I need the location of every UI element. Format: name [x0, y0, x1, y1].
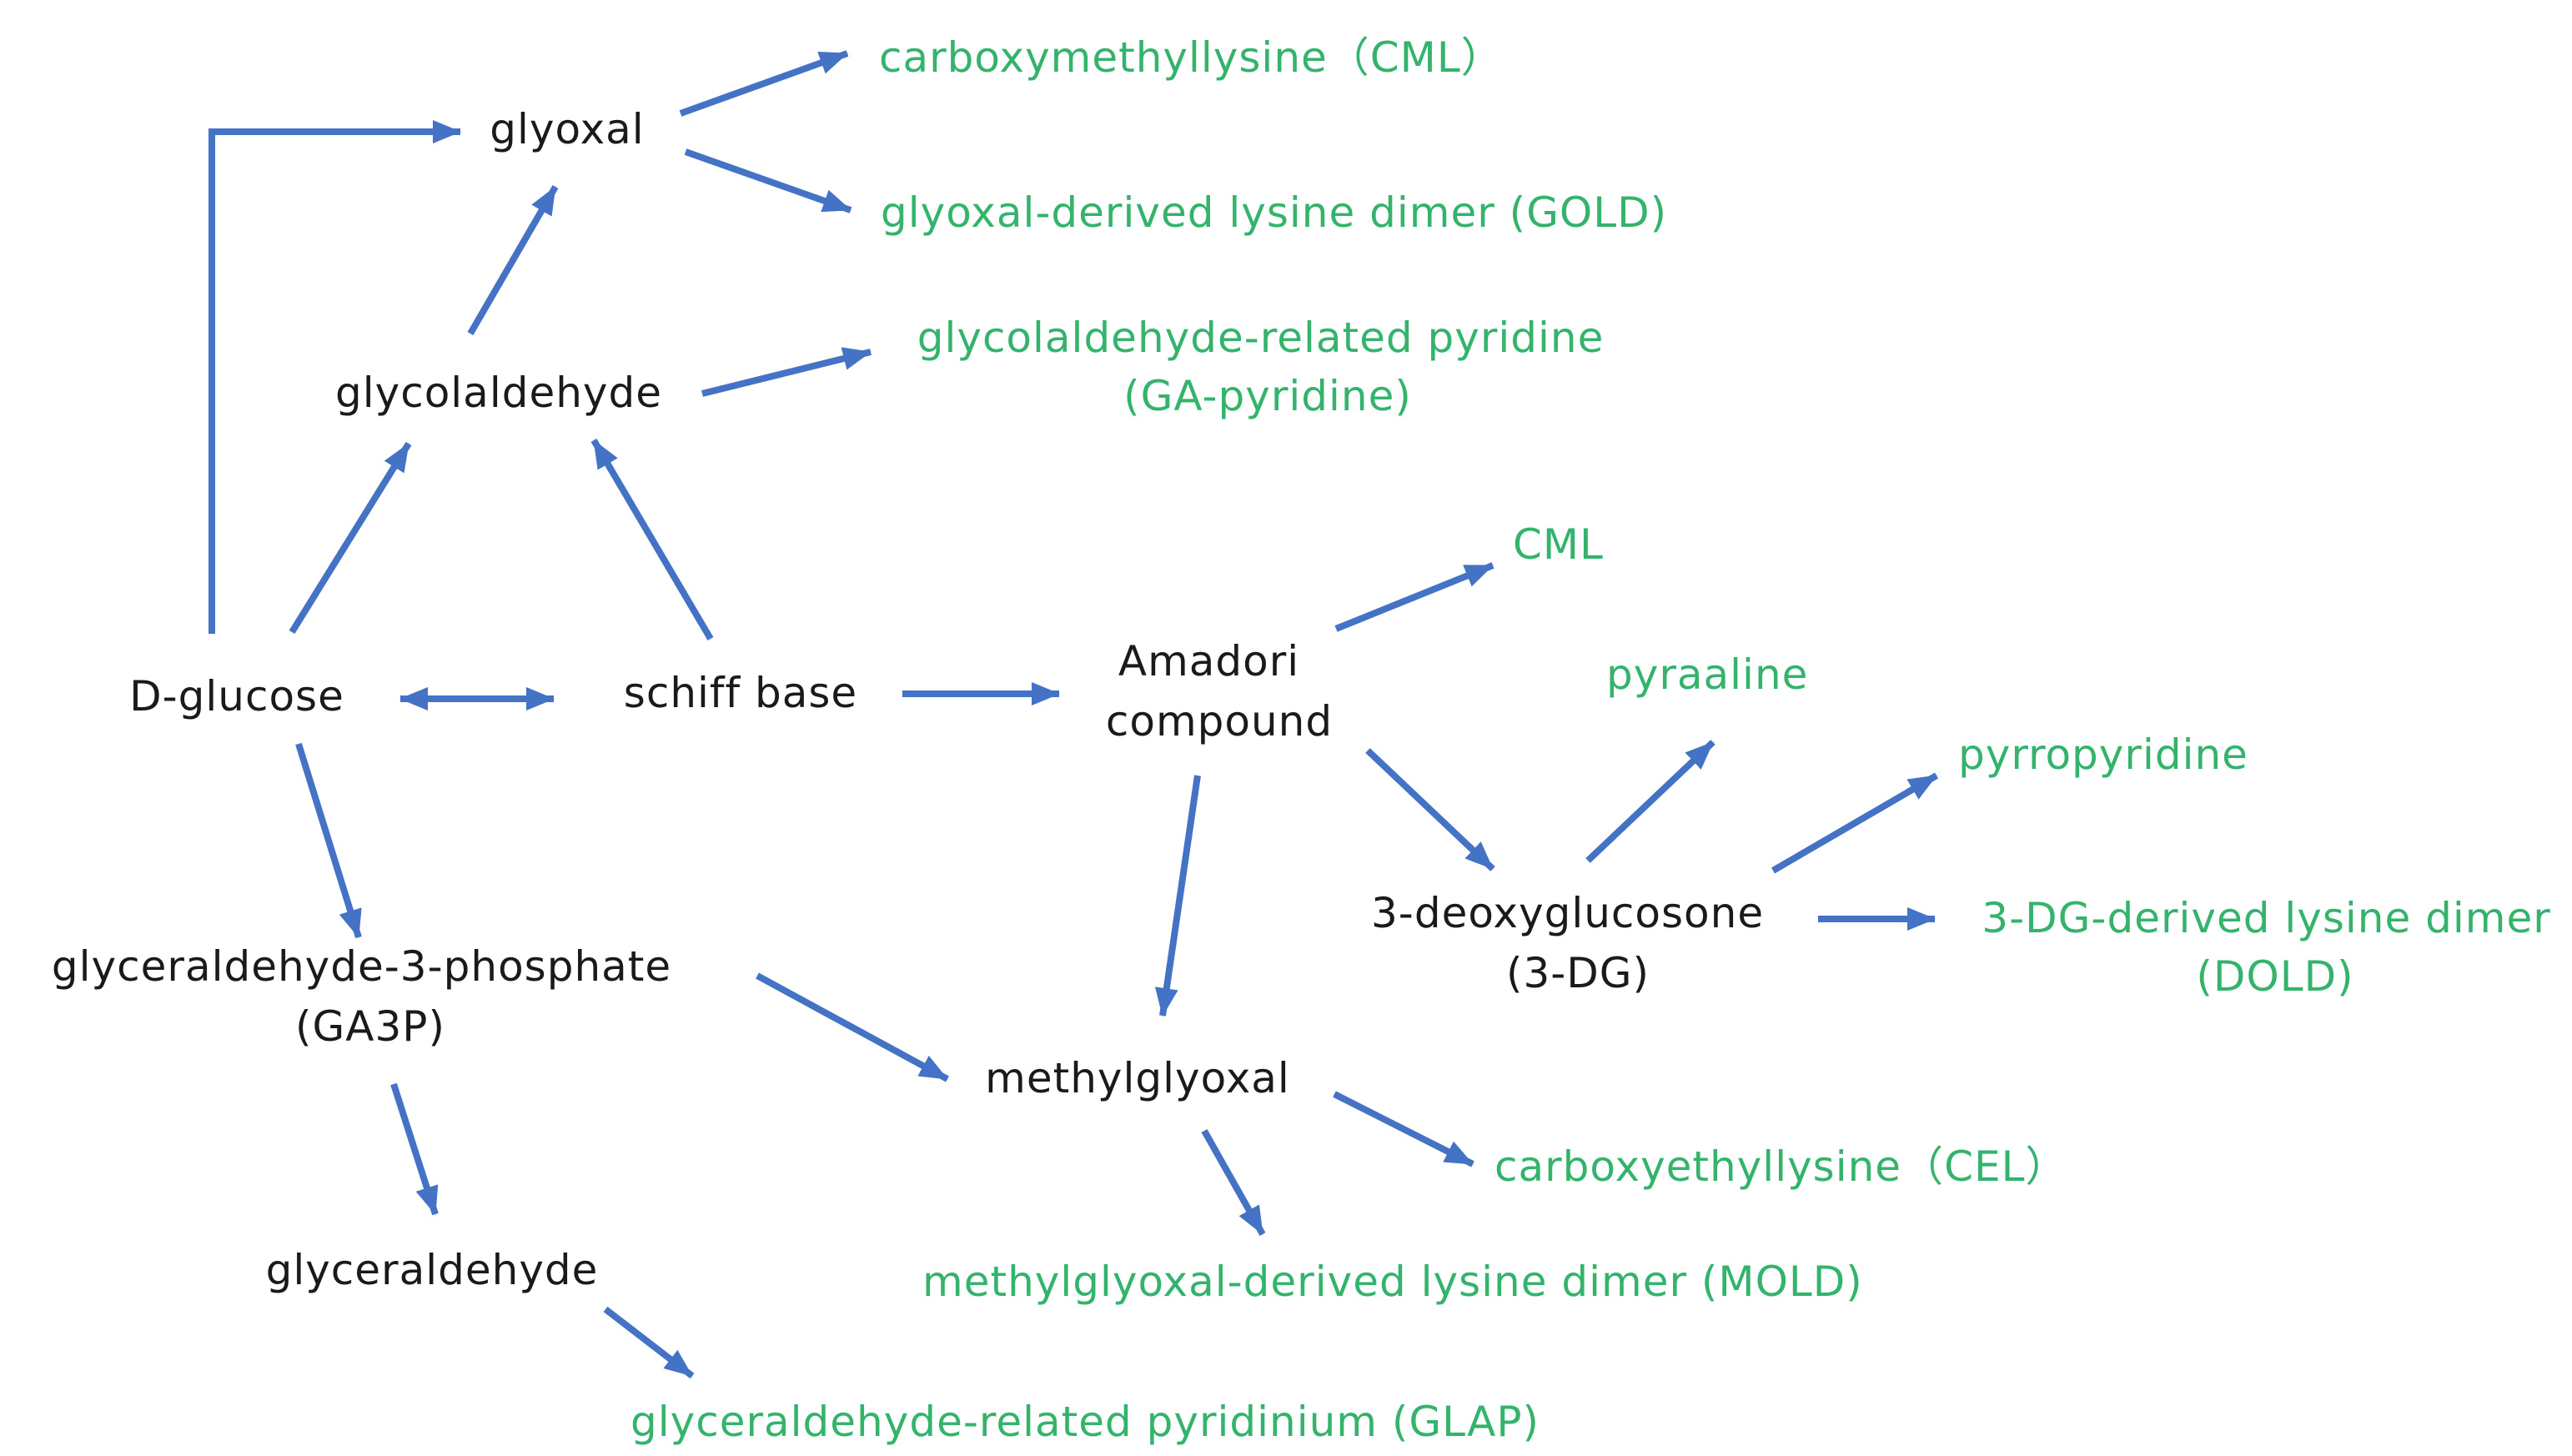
- arrow-methylglyoxal-to-mold: [1201, 1129, 1266, 1236]
- product-dold: 3-DG-derived lysine dimer (DOLD): [1982, 894, 2564, 1001]
- node-d-glucose: D-glucose: [129, 672, 344, 720]
- arrow-ga3p-to-glyceraldehyde: [390, 1082, 439, 1216]
- node-glyceraldehyde: glyceraldehyde: [266, 1246, 599, 1294]
- product-ga-pyridine: glycolaldehyde-related pyridine (GA-pyri…: [917, 314, 1619, 420]
- product-glap: glyceraldehyde-related pyridinium (GLAP): [630, 1398, 1540, 1446]
- arrow-amadori-to-3dg: [1365, 748, 1495, 871]
- node-ga3p: glyceraldehyde-3-phosphate (GA3P): [52, 942, 686, 1051]
- product-pyrropyridine: pyrropyridine: [1958, 731, 2248, 779]
- node-glyoxal: glyoxal: [490, 105, 644, 153]
- product-cel: carboxyethyllysine（CEL）: [1494, 1142, 2067, 1191]
- arrow-3dg-to-pyrropyridine: [1771, 772, 1939, 874]
- arrow-methylglyoxal-to-cel: [1333, 1091, 1474, 1167]
- node-amadori-compound: Amadori compound: [1106, 637, 1333, 746]
- node-3-deoxyglucosone: 3-deoxyglucosone (3-DG): [1371, 889, 1778, 997]
- node-glycolaldehyde: glycolaldehyde: [335, 369, 662, 417]
- product-mold: methylglyoxal-derived lysine dimer (MOLD…: [922, 1258, 1863, 1306]
- arrow-glucose-to-glyoxal: [208, 120, 461, 634]
- arrow-amadori-to-cml: [1334, 562, 1494, 632]
- arrow-amadori-to-methylglyoxal: [1154, 775, 1201, 1017]
- product-cml: CML: [1513, 520, 1604, 569]
- product-carboxymethyllysine: carboxymethyllysine（CML）: [879, 33, 1504, 82]
- product-gold: glyoxal-derived lysine dimer (GOLD): [881, 188, 1667, 237]
- arrow-glyceraldehyde-to-glap: [603, 1306, 695, 1379]
- arrow-schiff-base-to-glycolaldehyde: [590, 438, 714, 641]
- arrow-glycolaldehyde-to-ga-pyridine: [701, 347, 872, 397]
- node-schiff-base: schiff base: [624, 669, 857, 717]
- product-pyraaline: pyraaline: [1606, 650, 1808, 699]
- arrow-glucose-to-glycolaldehyde: [289, 441, 412, 635]
- arrow-3dg-to-pyraaline: [1585, 740, 1716, 863]
- arrow-ga3p-to-methylglyoxal: [756, 972, 949, 1082]
- arrow-glucose-to-ga3p: [295, 742, 362, 939]
- arrow-glycolaldehyde-to-glyoxal: [467, 184, 559, 336]
- node-methylglyoxal: methylglyoxal: [985, 1054, 1290, 1102]
- arrow-glyoxal-to-gold: [684, 148, 852, 213]
- arrow-glyoxal-to-cml: [679, 50, 849, 117]
